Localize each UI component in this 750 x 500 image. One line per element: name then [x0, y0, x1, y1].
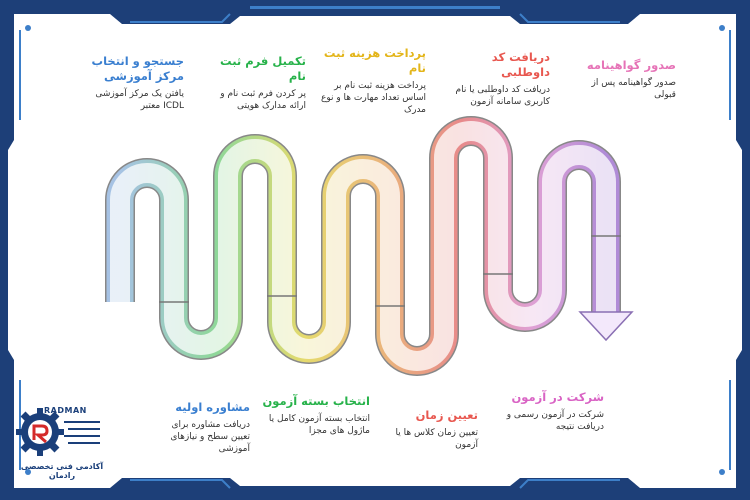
- step-desc: انتخاب بسته آزمون کامل یا ماژول های مجزا: [268, 414, 370, 436]
- step-desc: پر کردن فرم ثبت نام و ارائه مدارک هویتی: [220, 89, 306, 111]
- frame-left: [0, 0, 21, 500]
- frame-bottom: [0, 478, 750, 500]
- step-desc: یافتن یک مرکز آموزشی ICDL معتبر: [95, 89, 184, 111]
- step-registration-fee: پرداخت هزینه ثبت نام پرداخت هزینه ثبت نا…: [318, 46, 426, 116]
- step-choose-package: انتخاب بسته آزمون انتخاب بسته آزمون کامل…: [262, 394, 370, 437]
- radman-logo: RADMAN آکادمی فنی تخصصی رادمان: [14, 402, 106, 480]
- arrow-head-icon: [578, 311, 634, 342]
- step-title: مشاوره اولیه: [175, 400, 250, 414]
- gear-icon: [16, 408, 64, 456]
- step-schedule: تعیین زمان تعیین زمان کلاس ها یا آزمون: [378, 408, 478, 451]
- step-certificate: صدور گواهینامه صدور گواهینامه پس از قبول…: [576, 58, 676, 101]
- step-title: تعیین زمان: [415, 408, 478, 422]
- step-title: دریافت کد داوطلبی: [491, 50, 550, 79]
- step-desc: پرداخت هزینه ثبت نام بر اساس تعداد مهارت…: [320, 81, 426, 115]
- step-title: جستجو و انتخاب مرکز آموزشی: [91, 54, 184, 83]
- step-desc: دریافت مشاوره برای تعیین سطح و نیازهای آ…: [170, 420, 250, 454]
- step-desc: شرکت در آزمون رسمی و دریافت نتیجه: [506, 410, 604, 432]
- step-title: انتخاب بسته آزمون: [262, 394, 370, 408]
- step-title: تکمیل فرم ثبت نام: [220, 54, 306, 83]
- step-title: صدور گواهینامه: [586, 58, 676, 72]
- step-registration-form: تکمیل فرم ثبت نام پر کردن فرم ثبت نام و …: [202, 54, 306, 112]
- step-desc: تعیین زمان کلاس ها یا آزمون: [395, 428, 478, 450]
- step-desc: دریافت کد داوطلبی یا نام کاربری سامانه آ…: [455, 85, 550, 107]
- logo-tagline: آکادمی فنی تخصصی رادمان: [20, 462, 104, 480]
- logo-lines: [64, 421, 100, 444]
- step-take-exam: شرکت در آزمون شرکت در آزمون رسمی و دریاف…: [496, 390, 604, 433]
- logo-brand: RADMAN: [44, 406, 87, 415]
- step-find-center: جستجو و انتخاب مرکز آموزشی یافتن یک مرکز…: [84, 54, 184, 112]
- step-desc: صدور گواهینامه پس از قبولی: [591, 78, 676, 100]
- step-title: پرداخت هزینه ثبت نام: [323, 46, 426, 75]
- pipe-highlight: [110, 121, 616, 371]
- frame-right: [729, 0, 750, 500]
- frame-top: [0, 0, 750, 24]
- frame-corners: [25, 25, 725, 475]
- segment-dividers: [159, 235, 621, 307]
- step-title: شرکت در آزمون: [511, 390, 604, 404]
- step-consultation: مشاوره اولیه دریافت مشاوره برای تعیین سط…: [150, 400, 250, 455]
- step-candidate-code: دریافت کد داوطلبی دریافت کد داوطلبی یا ن…: [440, 50, 550, 108]
